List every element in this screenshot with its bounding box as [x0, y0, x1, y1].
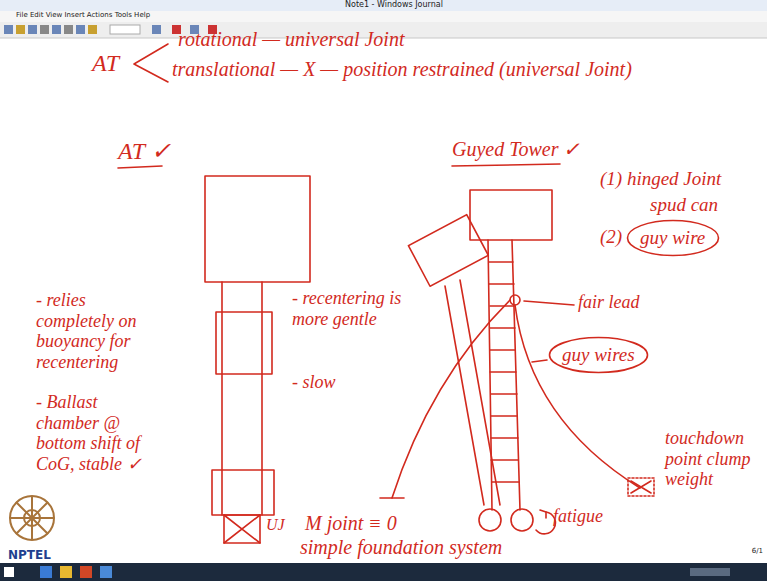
handwritten-note: (1) hinged Joint: [600, 168, 721, 190]
item-number: (2): [600, 226, 622, 248]
window-title: Note1 - Windows Journal: [345, 0, 443, 9]
handwritten-note: rotational — universal Joint: [178, 28, 404, 51]
handwritten-note: M joint ≡ 0: [305, 512, 397, 535]
part-label: UJ: [266, 516, 285, 534]
page-number: 6/1: [752, 547, 763, 555]
logo-text: NPTEL: [8, 549, 51, 563]
handwritten-note: simple foundation system: [300, 536, 502, 559]
handwritten-note: - recentering is more gentle: [292, 288, 412, 329]
heading-note: AT: [92, 50, 119, 78]
handwritten-note: spud can: [650, 194, 718, 216]
part-label: fair lead: [578, 292, 640, 313]
handwritten-note: - Ballast chamber @ bottom shift of CoG,…: [36, 392, 161, 475]
section-heading: AT ✓: [118, 138, 171, 166]
handwritten-note: - relies completely on buoyancy for rece…: [36, 290, 161, 373]
handwritten-note: fatigue: [553, 506, 603, 527]
handwritten-note: translational — X — position restrained …: [172, 58, 632, 81]
menu-bar: File Edit View Insert Actions Tools Help: [16, 11, 150, 19]
node-text: guy wire: [640, 227, 706, 249]
handwritten-note: - slow: [292, 372, 336, 393]
section-heading: Guyed Tower ✓: [452, 138, 580, 161]
circled-note: guy wire: [626, 219, 720, 257]
circled-note: guy wires: [548, 336, 649, 374]
node-text: guy wires: [562, 344, 635, 366]
part-label: touchdown point clump weight: [665, 428, 760, 490]
